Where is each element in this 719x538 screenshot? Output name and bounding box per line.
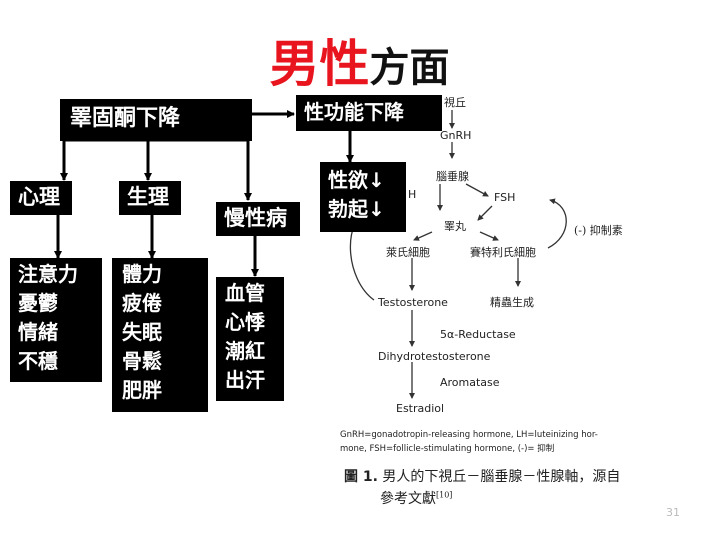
fig-arrow-pit-fsh	[465, 183, 489, 197]
fig-inhibin-curve	[547, 198, 567, 249]
fig-arrow-fsh-testis	[477, 205, 493, 221]
chronic-item-flushing: 潮紅	[225, 339, 265, 363]
fig-sertoli-cell: 賽特利氏細胞	[470, 246, 536, 259]
erection-line: 勃起↓	[328, 197, 385, 221]
slide-title: 男性方面	[0, 24, 719, 96]
psychological-items-box: 注意力 憂鬱 情緒 不穩	[10, 258, 102, 382]
psych-item-emotion: 情緒	[18, 320, 58, 344]
fig-caption-line2: 參考文獻	[380, 491, 436, 507]
fig-dht: Dihydrotestosterone	[378, 350, 491, 363]
fig-testis: 睪丸	[444, 220, 466, 233]
title-highlight: 男性	[269, 35, 370, 93]
chronic-item-palpitation: 心悸	[225, 310, 265, 334]
fig-inhibin: (-) 抑制素	[574, 224, 623, 237]
psychological-box: 心理	[10, 181, 72, 215]
fig-abbrev-line2: mone, FSH=follicle-stimulating hormone, …	[340, 444, 555, 454]
physio-item-strength: 體力	[122, 262, 162, 286]
physio-item-obesity: 肥胖	[122, 378, 162, 402]
page-number: 31	[666, 506, 680, 519]
sexual-function-decline-box: 性功能下降	[296, 95, 442, 131]
physio-item-insomnia: 失眠	[122, 320, 162, 344]
libido-line: 性欲↓	[328, 168, 385, 192]
fig-arrow-testis-sertoli	[479, 231, 499, 241]
fig-arrow-testis-leydig	[413, 231, 433, 241]
fig-caption: 圖 1. 男人的下視丘－腦垂腺－性腺軸，源自	[344, 466, 620, 486]
chronic-item-vascular: 血管	[225, 281, 265, 305]
testosterone-decline-box: 睪固酮下降	[60, 99, 252, 141]
fig-aromatase: Aromatase	[440, 376, 500, 389]
fig-caption-line1: 男人的下視丘－腦垂腺－性腺軸，源自	[382, 469, 621, 485]
fig-testosterone: Testosterone	[378, 296, 448, 309]
physiological-items-box: 體力 疲倦 失眠 骨鬆 肥胖	[112, 258, 208, 412]
chronic-items-box: 血管 心悸 潮紅 出汗	[216, 277, 284, 401]
fig-leydig-cell: 萊氏細胞	[386, 246, 430, 259]
libido-erection-box: 性欲↓ 勃起↓	[320, 162, 406, 232]
fig-hypothalamus: 視丘	[444, 96, 466, 109]
chronic-item-sweating: 出汗	[225, 368, 265, 392]
fig-reductase: 5α-Reductase	[440, 328, 516, 341]
fig-spermatogenesis: 精蟲生成	[490, 296, 534, 309]
psych-item-depression: 憂鬱	[18, 291, 58, 315]
physio-item-osteoporosis: 骨鬆	[122, 349, 162, 373]
fig-caption-ref-line: 參考文獻[10]	[380, 488, 452, 508]
psych-item-attention: 注意力	[18, 262, 78, 286]
chronic-disease-box: 慢性病	[216, 202, 300, 236]
physio-item-fatigue: 疲倦	[122, 291, 162, 315]
title-rest: 方面	[369, 45, 450, 91]
psych-item-unstable: 不穩	[18, 349, 58, 373]
fig-caption-ref: [10]	[436, 490, 453, 500]
fig-estradiol: Estradiol	[396, 402, 445, 415]
physiological-box: 生理	[119, 181, 181, 215]
fig-pituitary: 腦垂腺	[436, 170, 469, 183]
fig-abbrev-line1: GnRH=gonadotropin-releasing hormone, LH=…	[340, 430, 598, 440]
fig-caption-label: 圖 1.	[344, 469, 378, 485]
fig-fsh: FSH	[494, 191, 516, 204]
fig-lh: H	[408, 188, 417, 201]
fig-gnrh: GnRH	[440, 129, 472, 142]
